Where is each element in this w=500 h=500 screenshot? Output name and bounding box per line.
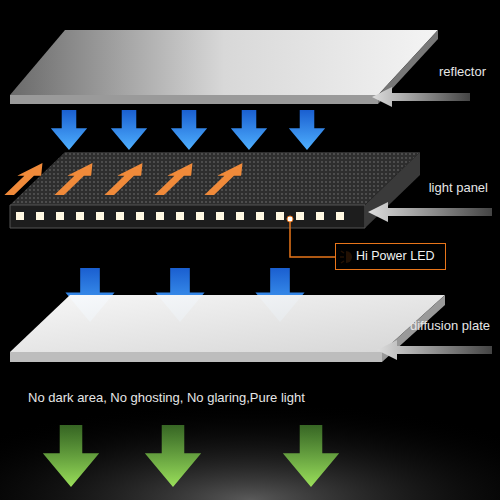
led-chip bbox=[56, 212, 64, 220]
led-chip bbox=[216, 212, 224, 220]
led-chip bbox=[116, 212, 124, 220]
led-chip bbox=[296, 212, 304, 220]
led-chip bbox=[256, 212, 264, 220]
led-chip bbox=[336, 212, 344, 220]
diffusion-plate bbox=[10, 295, 445, 362]
part-label: light panel bbox=[429, 180, 488, 195]
led-chip bbox=[276, 212, 284, 220]
part-label: diffusion plate bbox=[410, 318, 490, 333]
pointer-arrow bbox=[377, 340, 492, 360]
callout-text: Hi Power LED bbox=[356, 249, 437, 263]
led-marker bbox=[287, 216, 293, 222]
led-chip bbox=[16, 212, 24, 220]
led-chip bbox=[76, 212, 84, 220]
led-chip bbox=[176, 212, 184, 220]
led-chip bbox=[136, 212, 144, 220]
light-panel bbox=[0, 152, 420, 228]
reflector-plate bbox=[10, 30, 438, 104]
callout-box: Hi Power LED bbox=[335, 243, 446, 270]
part-label: reflector bbox=[439, 64, 486, 79]
led-chip bbox=[156, 212, 164, 220]
output-arrows bbox=[43, 425, 339, 487]
pointer-arrow bbox=[372, 87, 470, 107]
led-chip bbox=[36, 212, 44, 220]
feature-note: No dark area, No ghosting, No glaring,Pu… bbox=[28, 390, 305, 405]
pointer-arrow bbox=[368, 202, 492, 222]
background-glow bbox=[0, 360, 500, 500]
led-chip bbox=[316, 212, 324, 220]
led-chip bbox=[236, 212, 244, 220]
led-chip bbox=[96, 212, 104, 220]
light-arrows bbox=[51, 110, 325, 150]
leader-line bbox=[290, 222, 335, 257]
led-chip bbox=[196, 212, 204, 220]
